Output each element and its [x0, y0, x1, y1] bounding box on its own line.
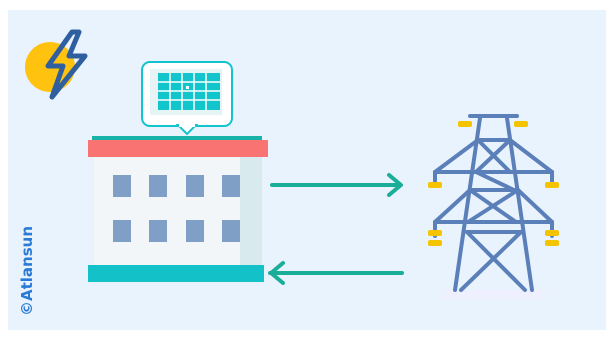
- transmission-tower-icon: [428, 114, 559, 299]
- lightning-bolt-icon: [25, 29, 88, 100]
- arrow-from-grid: [268, 261, 404, 285]
- insulators: [428, 121, 559, 246]
- arrow-to-grid: [270, 173, 403, 197]
- building-body: [94, 157, 262, 265]
- building-roof: [88, 140, 268, 157]
- solar-panel-icon: [141, 61, 233, 136]
- watermark-text: ©Atlansun: [18, 225, 36, 316]
- building-base: [88, 265, 264, 282]
- bolt-icon: [45, 29, 88, 100]
- building-windows: [113, 175, 240, 242]
- building-icon: [88, 136, 268, 282]
